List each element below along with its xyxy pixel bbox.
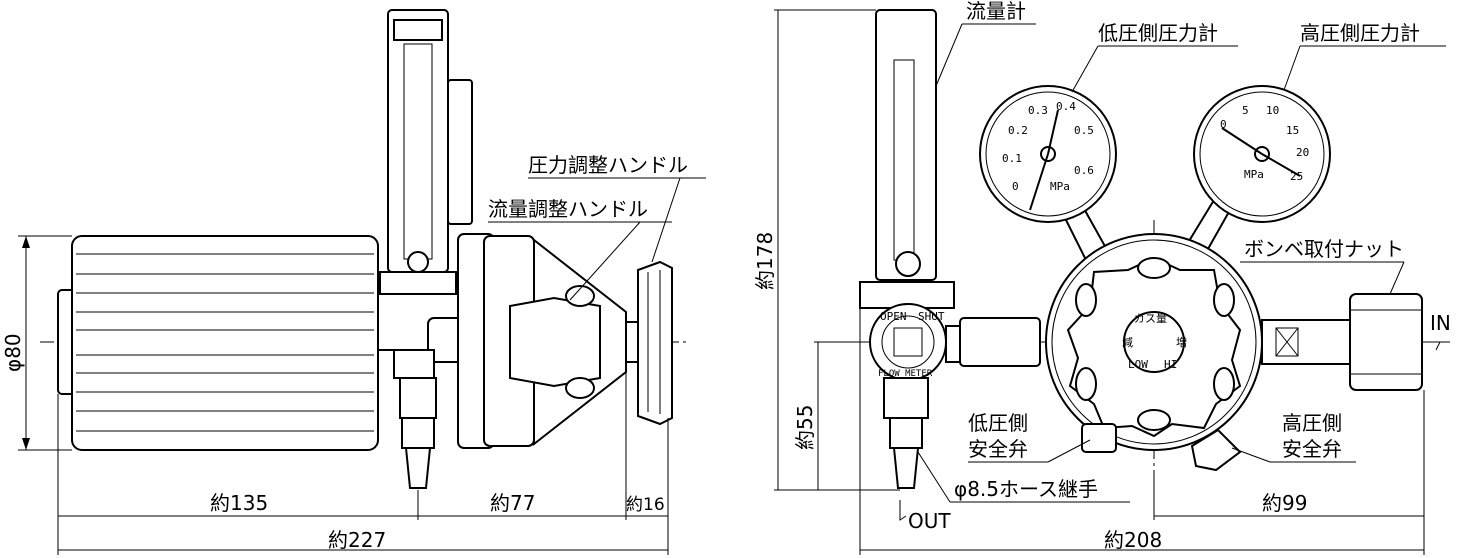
label-bombe-nut: ボンベ取付ナット: [1244, 237, 1404, 261]
label-in: IN: [1430, 311, 1451, 335]
reg-low: LOW: [1128, 358, 1148, 371]
high-tick-5: 25: [1290, 170, 1303, 183]
high-pressure-gauge: 0 5 10 15 20 25 MPa: [1184, 85, 1331, 258]
reg-top-text: ガス量: [1134, 312, 1167, 325]
front-flowmeter: [859, 9, 955, 309]
low-pressure-gauge: 0 0.1 0.2 0.3 0.4 0.5 0.6 MPa: [979, 85, 1117, 262]
high-tick-2: 10: [1266, 104, 1279, 117]
flow-meter: FLOW METER: [878, 369, 933, 379]
reg-dec: 減: [1122, 335, 1133, 349]
dim-227-text: 約227: [328, 528, 386, 552]
label-pressure-handle: 圧力調整ハンドル: [528, 153, 688, 177]
low-tick-5: 0.5: [1074, 124, 1094, 137]
label-flowmeter: 流量計: [966, 0, 1026, 23]
label-high-safety-1: 高圧側: [1282, 411, 1342, 435]
dim-16-text: 約16: [626, 495, 665, 515]
side-flowmeter: [377, 9, 473, 351]
front-labels: 流量計 低圧側圧力計 高圧側圧力計 ボンベ取付ナット IN 低圧側 安全弁 高圧…: [899, 0, 1451, 533]
reg-high: HI: [1164, 358, 1177, 371]
high-tick-3: 15: [1286, 124, 1299, 137]
flow-shut: SHUT: [918, 310, 945, 323]
label-out: OUT: [908, 509, 951, 533]
flow-open: OPEN: [880, 310, 907, 323]
dim-phi80: φ80: [1, 235, 72, 451]
high-tick-0: 0: [1220, 118, 1227, 131]
front-connector: [945, 317, 1041, 367]
high-tick-4: 20: [1296, 146, 1309, 159]
dim-178-text: 約178: [753, 232, 777, 290]
side-regulator-cone: [457, 233, 627, 449]
label-high-gauge: 高圧側圧力計: [1300, 21, 1420, 45]
low-tick-3: 0.3: [1028, 104, 1048, 117]
dim-208-text: 約208: [1104, 528, 1162, 552]
high-unit: MPa: [1244, 168, 1264, 181]
front-inlet: [1261, 293, 1441, 391]
label-hose-joint: φ8.5ホース継手: [954, 477, 1098, 501]
low-tick-1: 0.1: [1002, 152, 1022, 165]
front-outlet: [883, 377, 929, 489]
dim-phi80-text: φ80: [1, 333, 25, 372]
dim-77-text: 約77: [490, 491, 535, 515]
side-pressure-handle: [625, 260, 673, 426]
front-view: OPEN SHUT FLOW METER 0 0.1 0.2 0.3: [753, 0, 1451, 555]
dim-55-text: 約55: [793, 405, 817, 450]
low-tick-4: 0.4: [1056, 100, 1076, 113]
label-high-safety-2: 安全弁: [1282, 437, 1342, 461]
dim-135-text: 約135: [210, 491, 268, 515]
reg-inc: 増: [1176, 336, 1187, 349]
front-flow-knob: OPEN SHUT FLOW METER: [869, 303, 947, 381]
dim-99-text: 約99: [1262, 491, 1307, 515]
front-regulator-body: ガス量 減 増 LOW HI: [1045, 233, 1263, 451]
dim-front: 約178 約55 約99 約208: [753, 9, 1425, 555]
low-tick-2: 0.2: [1008, 124, 1028, 137]
side-finned-body: [57, 235, 379, 451]
label-low-gauge: 低圧側圧力計: [1098, 21, 1218, 45]
low-unit: MPa: [1050, 180, 1070, 193]
high-tick-1: 5: [1242, 104, 1249, 117]
low-tick-6: 0.6: [1074, 164, 1094, 177]
label-low-safety-1: 低圧側: [968, 411, 1028, 435]
low-tick-0: 0: [1012, 180, 1019, 193]
label-flow-handle: 流量調整ハンドル: [488, 197, 648, 221]
side-view: φ80 約135 約77 約16 約227 圧力調整ハンドル 流量調整ハンドル: [1, 9, 706, 555]
side-labels: 圧力調整ハンドル 流量調整ハンドル: [488, 153, 706, 301]
dim-side-horizontal: 約135 約77 約16 約227: [57, 372, 669, 555]
label-low-safety-2: 安全弁: [968, 437, 1028, 461]
safety-valves: [1081, 423, 1242, 472]
